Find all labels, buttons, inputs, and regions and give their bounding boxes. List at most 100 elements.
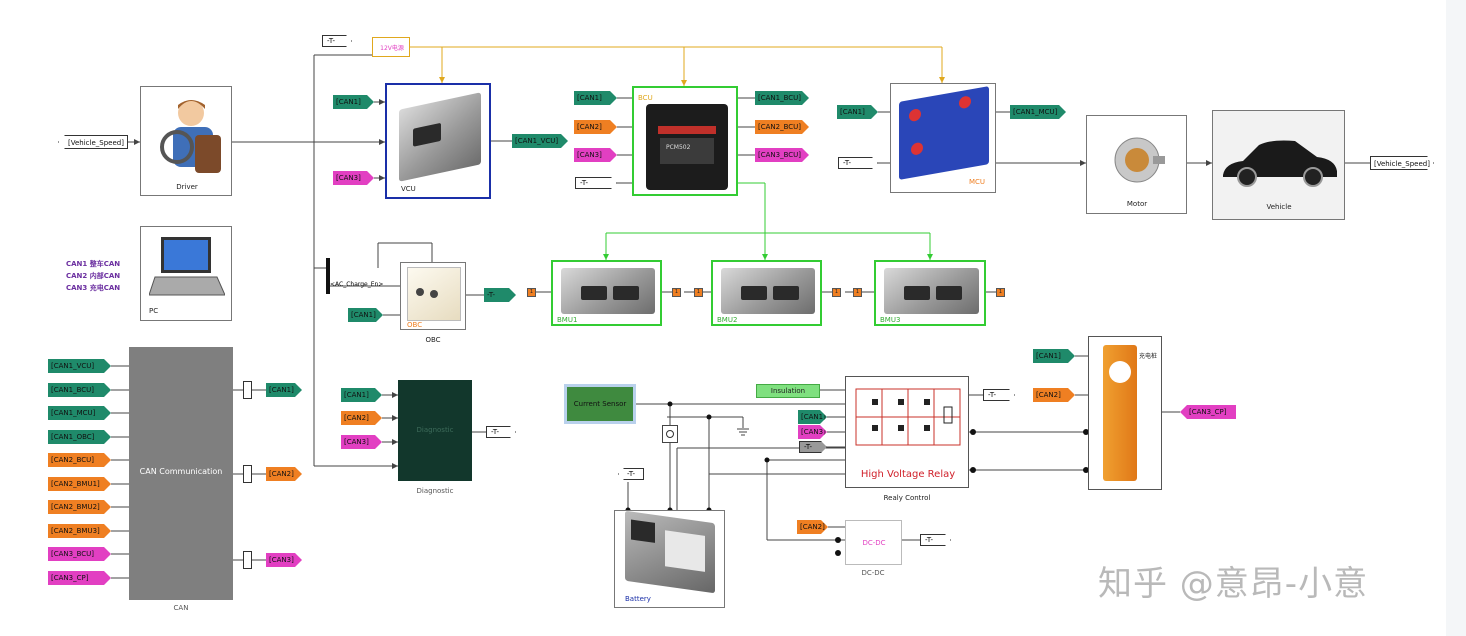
charger-can2-tag[interactable]: [CAN2] — [1033, 388, 1075, 402]
can2-out-goto[interactable]: [CAN2] — [266, 467, 302, 481]
charging-pile-image — [1103, 345, 1137, 481]
bmu3-out-terminal[interactable]: 1 — [996, 288, 1005, 297]
bcu-t-tag[interactable]: -T- — [575, 177, 617, 189]
pc-label: PC — [149, 307, 159, 315]
bcu-can3-tag[interactable]: [CAN3] — [574, 148, 617, 162]
bcu-can1-tag[interactable]: [CAN1] — [574, 91, 617, 105]
battery-t-from[interactable]: -T- — [618, 468, 644, 480]
relay-control-block[interactable]: High Voltage Relay — [845, 376, 969, 488]
can-input-tag[interactable]: [CAN1_BCU] — [48, 383, 111, 397]
legend-can1: CAN1 整车CAN — [66, 260, 121, 268]
battery-device-image — [625, 510, 715, 594]
obc-caption: OBC — [425, 336, 441, 344]
relay-title: High Voltage Relay — [860, 469, 956, 480]
bmu2-out-terminal[interactable]: 1 — [832, 288, 841, 297]
vcu-can1-tag[interactable]: [CAN1] — [333, 95, 374, 109]
motor-icon — [1114, 137, 1165, 183]
dcdc-t-goto[interactable]: -T- — [920, 534, 951, 546]
bmu1-out-terminal[interactable]: 1 — [672, 288, 681, 297]
driver-label: Driver — [176, 183, 198, 191]
bmu1-device-image — [561, 268, 655, 314]
bcu-label: BCU — [638, 94, 653, 102]
12v-power-block[interactable]: 12V电源 — [372, 37, 410, 57]
can3-cp-goto[interactable]: [CAN3_CP] — [1180, 405, 1236, 419]
vcu-label: VCU — [401, 185, 416, 193]
diag-can3-tag[interactable]: [CAN3] — [341, 435, 382, 449]
charging-pile-label: 充电桩 — [1139, 353, 1158, 360]
can-input-tag[interactable]: [CAN1_MCU] — [48, 406, 111, 420]
bmu1-block[interactable]: BMU1 — [551, 260, 662, 326]
can-input-tag[interactable]: [CAN2_BMU3] — [48, 524, 111, 538]
dcdc-can2-tag[interactable]: [CAN2] — [797, 520, 828, 534]
bmu3-in-terminal[interactable]: 1 — [853, 288, 862, 297]
mcu-device-image — [899, 86, 989, 180]
vcu-device-image — [399, 92, 481, 182]
relay-circuit-diagram — [855, 388, 961, 446]
bmu3-device-image — [884, 268, 979, 314]
insulation-block[interactable]: Insulation — [756, 384, 820, 398]
vcu-block[interactable]: VCU — [385, 83, 491, 199]
dcdc-block[interactable]: DC-DC — [845, 520, 902, 565]
bcu-block[interactable]: BCU PCM502 — [632, 86, 738, 196]
relay-t-goto[interactable]: -T- — [983, 389, 1015, 401]
mcu-can1-tag[interactable]: [CAN1] — [837, 105, 878, 119]
driver-block[interactable]: Driver — [140, 86, 232, 196]
can-input-tag[interactable]: [CAN1_OBC] — [48, 430, 111, 444]
bmu2-device-image — [721, 268, 815, 314]
can-input-tag[interactable]: [CAN2_BMU2] — [48, 500, 111, 514]
can1-vcu-goto[interactable]: [CAN1_VCU] — [512, 134, 568, 148]
can3-out-goto[interactable]: [CAN3] — [266, 553, 302, 567]
top-goto-t[interactable]: -T- — [322, 35, 352, 47]
can1-mcu-goto[interactable]: [CAN1_MCU] — [1010, 105, 1066, 119]
obc-block[interactable]: OBC — [400, 262, 466, 330]
vcu-can3-tag[interactable]: [CAN3] — [333, 171, 374, 185]
motor-label: Motor — [1126, 200, 1148, 208]
relay-can1-tag[interactable]: [CAN1] — [798, 410, 827, 424]
can-input-tag[interactable]: [CAN2_BMU1] — [48, 477, 111, 491]
can-input-tag[interactable]: [CAN2_BCU] — [48, 453, 111, 467]
relay-t-tag[interactable]: -T- — [799, 441, 827, 453]
current-meter-icon[interactable] — [662, 425, 678, 443]
bmu3-label: BMU3 — [880, 316, 901, 324]
diag-can1-tag[interactable]: [CAN1] — [341, 388, 382, 402]
mcu-t-tag[interactable]: -T- — [838, 157, 878, 169]
legend-can3: CAN3 充电CAN — [66, 284, 121, 292]
obc-t-goto[interactable]: -T- — [484, 288, 516, 302]
charging-pile-block[interactable]: 充电桩 — [1088, 336, 1162, 490]
pc-block[interactable]: PC — [140, 226, 232, 321]
can1-demux[interactable] — [243, 381, 252, 399]
can1-bcu-goto[interactable]: [CAN1_BCU] — [755, 91, 809, 105]
bcu-part-number: PCM502 — [666, 144, 691, 151]
relay-can3-tag[interactable]: [CAN3] — [798, 425, 827, 439]
diagnostic-block[interactable]: Diagnostic — [398, 380, 472, 481]
current-sensor-block[interactable]: Current Sensor — [564, 384, 636, 424]
vehicle-block[interactable]: Vehicle — [1212, 110, 1345, 220]
insulation-label: Insulation — [770, 387, 806, 395]
can-communication-block[interactable]: CAN Communication — [129, 347, 233, 600]
can3-demux[interactable] — [243, 551, 252, 569]
bcu-can2-tag[interactable]: [CAN2] — [574, 120, 617, 134]
dcdc-inner-label: DC-DC — [862, 539, 886, 547]
obc-can1-tag[interactable]: [CAN1] — [348, 308, 383, 322]
can1-out-goto[interactable]: [CAN1] — [266, 383, 302, 397]
can-input-tag[interactable]: [CAN3_CP] — [48, 571, 111, 585]
can2-demux[interactable] — [243, 465, 252, 483]
battery-block[interactable]: Battery — [614, 510, 725, 608]
charger-can1-tag[interactable]: [CAN1] — [1033, 349, 1075, 363]
vehicle-speed-from-tag[interactable]: [Vehicle_Speed] — [58, 135, 128, 149]
mcu-block[interactable]: MCU — [890, 83, 996, 193]
bmu3-block[interactable]: BMU3 — [874, 260, 986, 326]
diag-can2-tag[interactable]: [CAN2] — [341, 411, 382, 425]
bmu1-in-terminal[interactable]: 1 — [527, 288, 536, 297]
bmu2-block[interactable]: BMU2 — [711, 260, 822, 326]
can-input-tag[interactable]: [CAN1_VCU] — [48, 359, 111, 373]
vehicle-speed-goto[interactable]: [Vehicle_Speed] — [1370, 156, 1434, 170]
bmu1-label: BMU1 — [557, 316, 578, 324]
diagnostic-t-goto[interactable]: -T- — [486, 426, 516, 438]
can-input-tag[interactable]: [CAN3_BCU] — [48, 547, 111, 561]
bmu2-in-terminal[interactable]: 1 — [694, 288, 703, 297]
can3-bcu-goto[interactable]: [CAN3_BCU] — [755, 148, 809, 162]
can2-bcu-goto[interactable]: [CAN2_BCU] — [755, 120, 809, 134]
diagnostic-caption: Diagnostic — [416, 487, 454, 495]
motor-block[interactable]: Motor — [1086, 115, 1187, 214]
